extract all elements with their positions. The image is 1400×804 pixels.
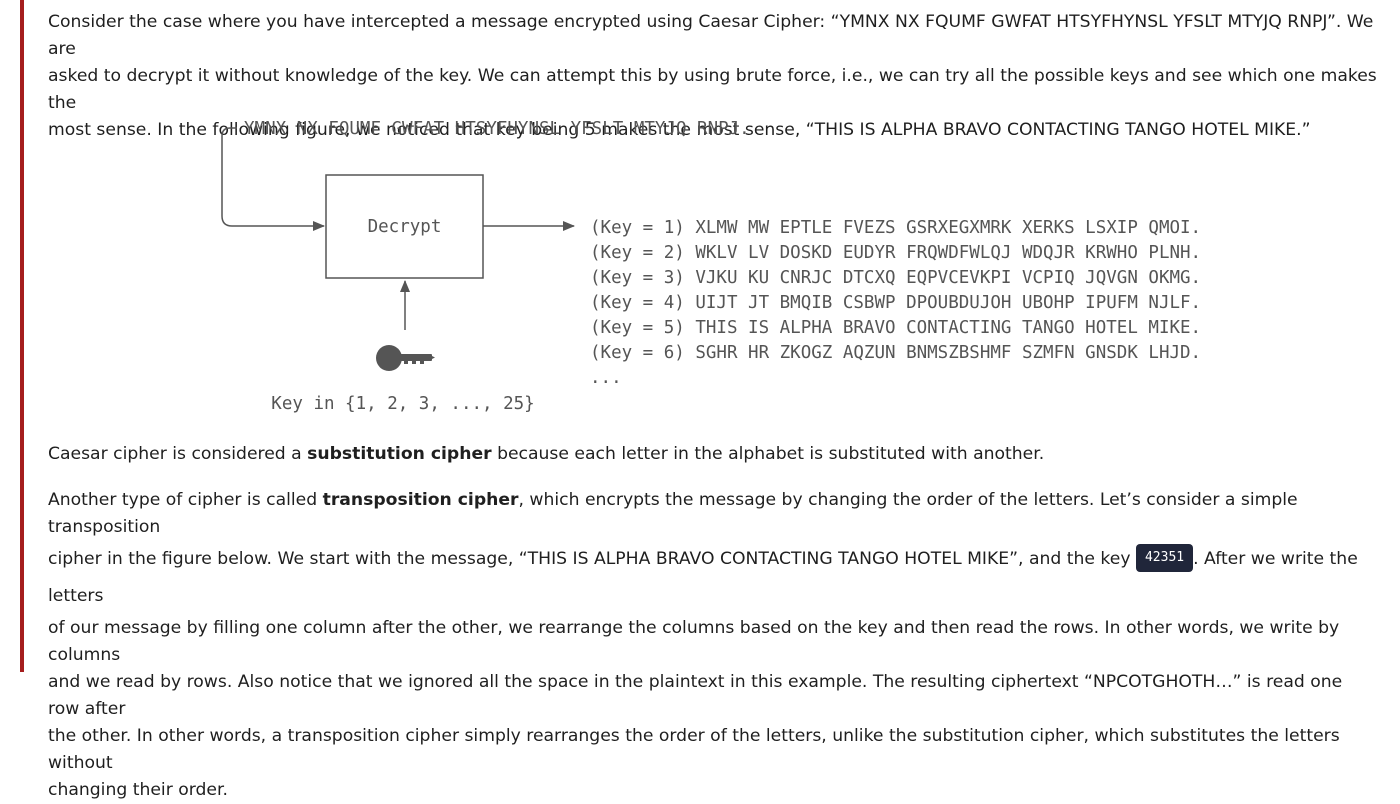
decrypt-box-label: Decrypt xyxy=(368,217,442,237)
substitution-paragraph: Caesar cipher is considered a substituti… xyxy=(48,441,1378,468)
intro-line: most sense. In the following figure, we … xyxy=(48,120,1311,140)
decryption-results: (Key = 1) XLMW MW EPTLE FVEZS GSRXEGXMRK… xyxy=(590,218,1201,388)
key-range-label: Key in {1, 2, 3, ..., 25} xyxy=(271,394,534,414)
intro-paragraph: Consider the case where you have interce… xyxy=(48,9,1378,144)
paragraph-line: the other. In other words, a transpositi… xyxy=(48,726,1340,773)
bold-term: substitution cipher xyxy=(307,444,492,464)
paragraph-line: cipher in the figure below. We start wit… xyxy=(48,541,1378,615)
intro-line: Consider the case where you have interce… xyxy=(48,12,1374,59)
text-span: cipher in the figure below. We start wit… xyxy=(48,549,1136,569)
text-span: because each letter in the alphabet is s… xyxy=(491,444,1045,464)
results-ellipsis: ... xyxy=(590,368,622,388)
paragraph-line: Another type of cipher is called transpo… xyxy=(48,487,1378,541)
result-line: (Key = 3) VJKU KU CNRJC DTCXQ EQPVCEVKPI… xyxy=(590,268,1201,288)
decrypt-box xyxy=(325,174,484,279)
caesar-decrypt-figure: YMNX NX FQUMF GWFAT HTSYFHYNSL YFSLT MTY… xyxy=(221,119,1201,414)
text-span: Another type of cipher is called xyxy=(48,490,323,510)
result-line: (Key = 6) SGHR HR ZKOGZ AQZUN BNMSZBSHMF… xyxy=(590,343,1201,363)
result-line: (Key = 4) UIJT JT BMQIB CSBWP DPOUBDUJOH… xyxy=(590,293,1201,313)
text-span: Caesar cipher is considered a xyxy=(48,444,308,464)
result-line: (Key = 5) THIS IS ALPHA BRAVO CONTACTING… xyxy=(590,318,1201,338)
left-accent-rule xyxy=(20,0,24,672)
intro-line: asked to decrypt it without knowledge of… xyxy=(48,66,1377,113)
result-line: (Key = 1) XLMW MW EPTLE FVEZS GSRXEGXMRK… xyxy=(590,218,1201,238)
bold-term: transposition cipher xyxy=(322,490,519,510)
result-line: (Key = 2) WKLV LV DOSKD EUDYR FRQWDFWLQJ… xyxy=(590,243,1201,263)
text-span: . After we write the letters xyxy=(48,549,1358,606)
transposition-paragraph: Another type of cipher is called transpo… xyxy=(48,487,1378,804)
ciphertext-arrow xyxy=(221,127,325,231)
key-code-badge: 42351 xyxy=(1135,544,1194,572)
ciphertext-label: YMNX NX FQUMF GWFAT HTSYFHYNSL YFSLT MTY… xyxy=(244,119,750,139)
paragraph-line: of our message by filling one column aft… xyxy=(48,618,1340,665)
text-span: , which encrypts the message by changing… xyxy=(48,490,1298,537)
key-icon xyxy=(376,345,435,371)
paragraph-line: changing their order. xyxy=(48,780,228,800)
paragraph-line: and we read by rows. Also notice that we… xyxy=(48,672,1343,719)
